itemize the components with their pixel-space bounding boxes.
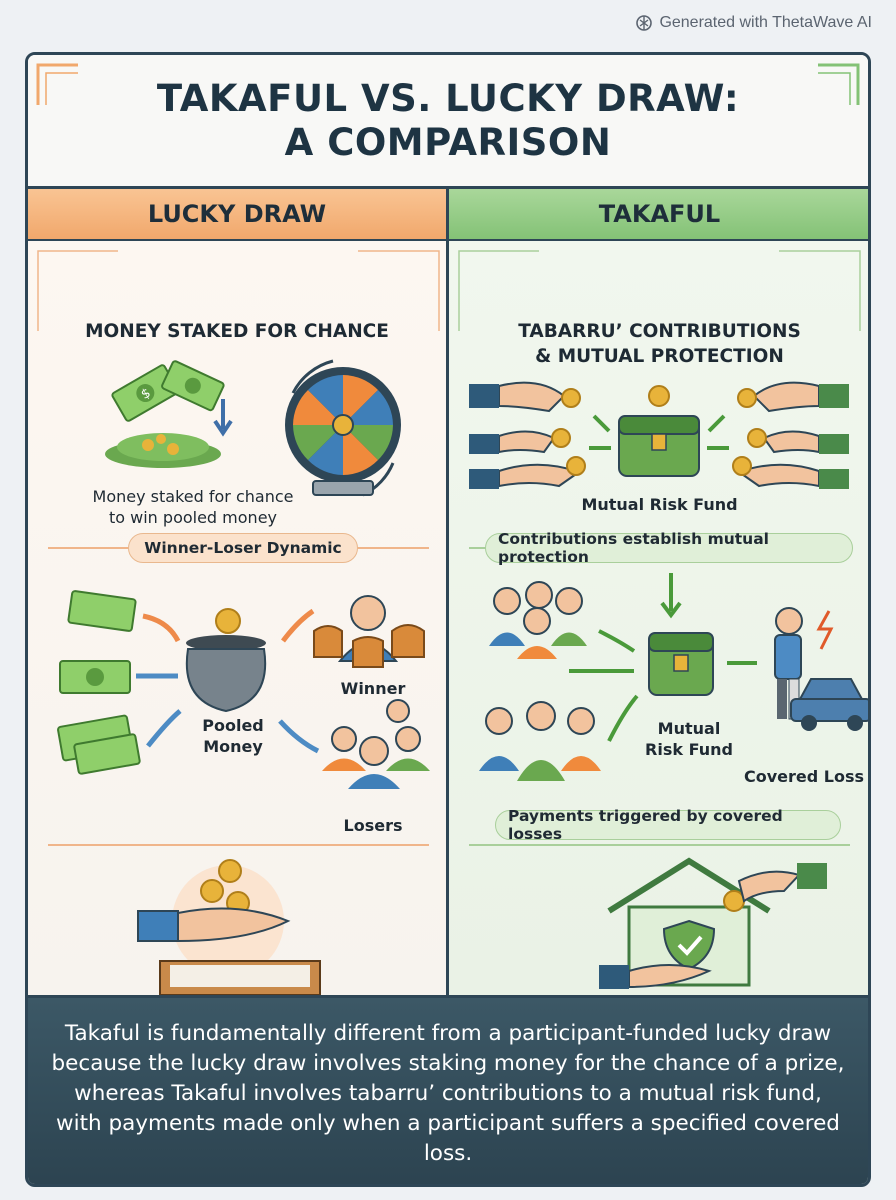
- lucky-draw-heading: LUCKY DRAW: [28, 189, 449, 241]
- right-frame-lines: [458, 250, 861, 331]
- takaful-column: TABARRU’ CONTRIBUTIONS & MUTUAL PROTECTI…: [449, 241, 868, 995]
- contributions-title-2: & MUTUAL PROTECTION: [535, 346, 784, 367]
- losers-icon: [322, 699, 430, 789]
- pooled-label-2: Money: [203, 737, 263, 756]
- lucky-draw-column: MONEY STAKED FOR CHANCE $: [28, 241, 449, 996]
- divider: [469, 844, 850, 846]
- stake-caption-2: to win pooled money: [109, 508, 277, 527]
- watermark-text: Generated with ThetaWave AI: [659, 14, 872, 31]
- participants-icon: [489, 581, 587, 659]
- contributions-pill: Contributions establish mutual protectio…: [485, 530, 853, 566]
- prize-wheel-icon: [285, 359, 401, 497]
- contributions-title-1: TABARRU’ CONTRIBUTIONS: [518, 321, 801, 342]
- fund-caption: Mutual Risk Fund: [581, 495, 738, 514]
- pooled-label-1: Pooled: [202, 716, 264, 735]
- takaful-heading: TAKAFUL: [449, 189, 868, 241]
- damaged-car-icon: [790, 678, 868, 731]
- pooled-money-diagram: [57, 590, 430, 789]
- money-pile-icon: $: [105, 360, 233, 468]
- corner-ornament-icon: [36, 63, 78, 105]
- covered-loss-label: Covered Loss: [743, 767, 864, 786]
- protected-home-icon: [599, 857, 827, 989]
- losers-label: Losers: [343, 816, 403, 835]
- corner-ornament-icon: [818, 63, 860, 105]
- title-line-1: TAKAFUL VS. LUCKY DRAW:: [156, 76, 740, 120]
- contributing-hands-diagram: [469, 381, 849, 489]
- watermark: Generated with ThetaWave AI: [635, 14, 872, 32]
- summary-text: Takaful is fundamentally different from …: [51, 1021, 845, 1166]
- mutual-protection-diagram: [479, 573, 868, 781]
- cash-icon: [57, 590, 141, 775]
- winner-loser-pill: Winner-Loser Dynamic: [128, 533, 358, 563]
- stake-caption-1: Money staked for chance: [92, 487, 294, 506]
- openai-knot-icon: [635, 14, 653, 32]
- payments-pill: Payments triggered by covered losses: [495, 807, 841, 843]
- divider: [48, 844, 429, 846]
- page-title: TAKAFUL VS. LUCKY DRAW: A COMPARISON: [157, 77, 739, 165]
- infographic-frame: TAKAFUL VS. LUCKY DRAW: A COMPARISON LUC…: [25, 52, 871, 1187]
- winner-icon: [313, 595, 425, 668]
- header: TAKAFUL VS. LUCKY DRAW: A COMPARISON: [28, 55, 868, 189]
- betting-hand-icon: [137, 859, 321, 996]
- fund-label-2: Risk Fund: [645, 740, 733, 759]
- left-frame-lines: [37, 250, 440, 331]
- stake-section-title: MONEY STAKED FOR CHANCE: [85, 321, 389, 342]
- participants-icon: [479, 701, 601, 781]
- winner-label: Winner: [340, 679, 406, 698]
- title-line-2: A COMPARISON: [284, 120, 612, 164]
- fund-label-1: Mutual: [657, 719, 721, 738]
- summary-footer: Takaful is fundamentally different from …: [28, 995, 868, 1184]
